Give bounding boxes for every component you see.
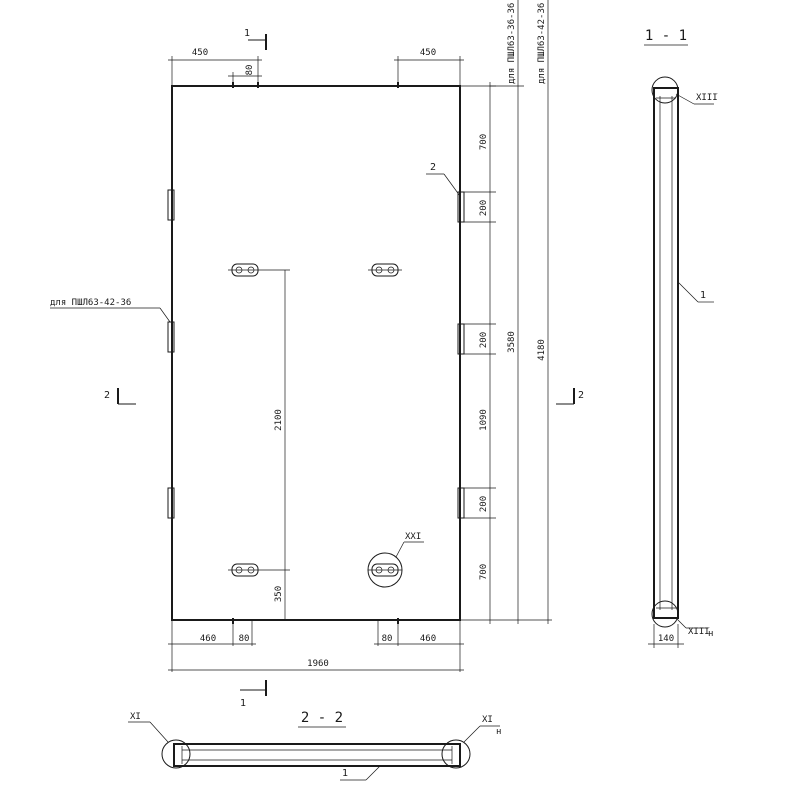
panel-elevation: XXI 2100 350 450 450 80 1 460 80 bbox=[50, 0, 584, 709]
right-plate-mid bbox=[457, 323, 465, 355]
cut-mark-left: 2 bbox=[104, 390, 110, 401]
detail-xxi-circle bbox=[367, 552, 403, 588]
item-2-label: 2 bbox=[430, 162, 436, 173]
right-plate-bottom bbox=[457, 487, 465, 519]
right-note-1: для ПШЛ63-36-36 bbox=[507, 3, 517, 84]
detail-xi-left-circle bbox=[161, 739, 191, 769]
right-plate-top bbox=[457, 191, 465, 223]
section-2-2: 2 - 2 XI XI н 1 bbox=[128, 710, 501, 781]
section-1-1: 1 - 1 XIII XIII н 1 140 bbox=[644, 28, 718, 648]
mount-loop-top-left bbox=[228, 263, 262, 277]
detail-xi-left: XI bbox=[130, 712, 141, 722]
dim-right-200-c: 200 bbox=[479, 496, 489, 512]
mount-loop-top-right bbox=[368, 263, 402, 277]
dim-right-700-bottom: 700 bbox=[479, 564, 489, 580]
dim-bottom-80-right: 80 bbox=[382, 634, 393, 644]
dim-right-1090: 1090 bbox=[479, 409, 489, 431]
cut-mark-top: 1 bbox=[244, 28, 250, 39]
dim-right-3580: 3580 bbox=[507, 331, 517, 353]
left-plate-top bbox=[167, 189, 175, 221]
mount-loop-bottom-right bbox=[367, 541, 424, 588]
cut-mark-right: 2 bbox=[578, 390, 584, 401]
dim-top-450-left: 450 bbox=[192, 48, 208, 58]
detail-xi-right: XI bbox=[482, 715, 493, 725]
section-2-2-item: 1 bbox=[342, 768, 348, 779]
dim-right-700-top: 700 bbox=[479, 134, 489, 150]
detail-xiii-top: XIII bbox=[696, 93, 718, 103]
dim-bottom-460-left: 460 bbox=[200, 634, 216, 644]
section-1-1-title: 1 - 1 bbox=[645, 28, 687, 44]
section-1-1-item: 1 bbox=[700, 290, 706, 301]
detail-xxi-label: XXI bbox=[405, 532, 421, 542]
detail-xiii-bottom-suffix: н bbox=[708, 629, 713, 639]
cut-mark-bottom: 1 bbox=[240, 698, 246, 709]
left-plate-mid bbox=[167, 321, 175, 353]
dim-bottom-80-left: 80 bbox=[239, 634, 250, 644]
detail-xiii-bottom: XIII bbox=[688, 627, 710, 637]
section-1-1-width: 140 bbox=[658, 634, 674, 644]
dim-right-4180: 4180 bbox=[537, 339, 547, 361]
dim-bottom-460-right: 460 bbox=[420, 634, 436, 644]
dim-right-200-b: 200 bbox=[479, 332, 489, 348]
dim-top-80: 80 bbox=[245, 65, 255, 76]
detail-xi-right-suffix: н bbox=[496, 727, 501, 737]
dim-right-200-a: 200 bbox=[479, 200, 489, 216]
dim-350: 350 bbox=[274, 586, 284, 602]
dim-overall-1960: 1960 bbox=[307, 659, 329, 669]
right-note-2: для ПШЛ63-42-36 bbox=[537, 3, 547, 84]
section-2-2-outline bbox=[173, 743, 461, 767]
dim-2100: 2100 bbox=[274, 409, 284, 431]
panel-outline bbox=[171, 85, 461, 621]
left-note: для ПШЛ63-42-36 bbox=[50, 298, 131, 308]
section-2-2-title: 2 - 2 bbox=[301, 710, 343, 726]
detail-xi-right-circle bbox=[441, 739, 471, 769]
section-1-1-outline bbox=[653, 87, 679, 619]
dim-top-450-right: 450 bbox=[420, 48, 436, 58]
mount-loop-bottom-left bbox=[228, 563, 262, 577]
detail-xiii-top-circle bbox=[651, 76, 679, 104]
detail-xiii-bottom-circle bbox=[651, 600, 679, 628]
left-plate-bottom bbox=[167, 487, 175, 519]
